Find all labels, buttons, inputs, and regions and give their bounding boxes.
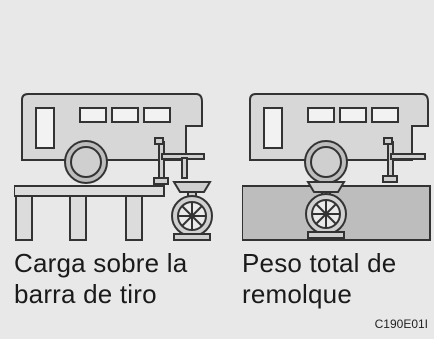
caption-gross-weight: Peso total de remolque <box>242 248 428 310</box>
caption-tongue-weight: Carga sobre la barra de tiro <box>14 248 228 310</box>
caption-left-line1: Carga sobre la <box>14 248 228 279</box>
caption-word: total <box>309 248 360 278</box>
caption-word: la <box>166 248 188 278</box>
tongue-jack-left <box>153 137 205 185</box>
tongue-weight-illustration <box>14 93 213 241</box>
trailer-wheel-right-icon <box>304 140 348 184</box>
trailer-body-left <box>21 93 203 161</box>
caption-word: Peso <box>242 248 303 278</box>
tongue-jack-right <box>382 137 426 183</box>
scale-left-icon <box>171 181 213 241</box>
trailer-wheel-left-icon <box>64 140 108 184</box>
figure-code: C190E01I <box>374 317 428 331</box>
gross-weight-illustration <box>242 93 431 241</box>
support-bridge-left <box>14 185 165 241</box>
caption-right-line2: remolque <box>242 279 352 309</box>
caption-right-line1: Peso total de <box>242 248 428 279</box>
scale-right-icon <box>305 181 347 239</box>
caption-word: de <box>367 248 397 278</box>
caption-word: Carga <box>14 248 86 278</box>
caption-left-line2: barra de tiro <box>14 279 157 309</box>
caption-word: sobre <box>93 248 160 278</box>
